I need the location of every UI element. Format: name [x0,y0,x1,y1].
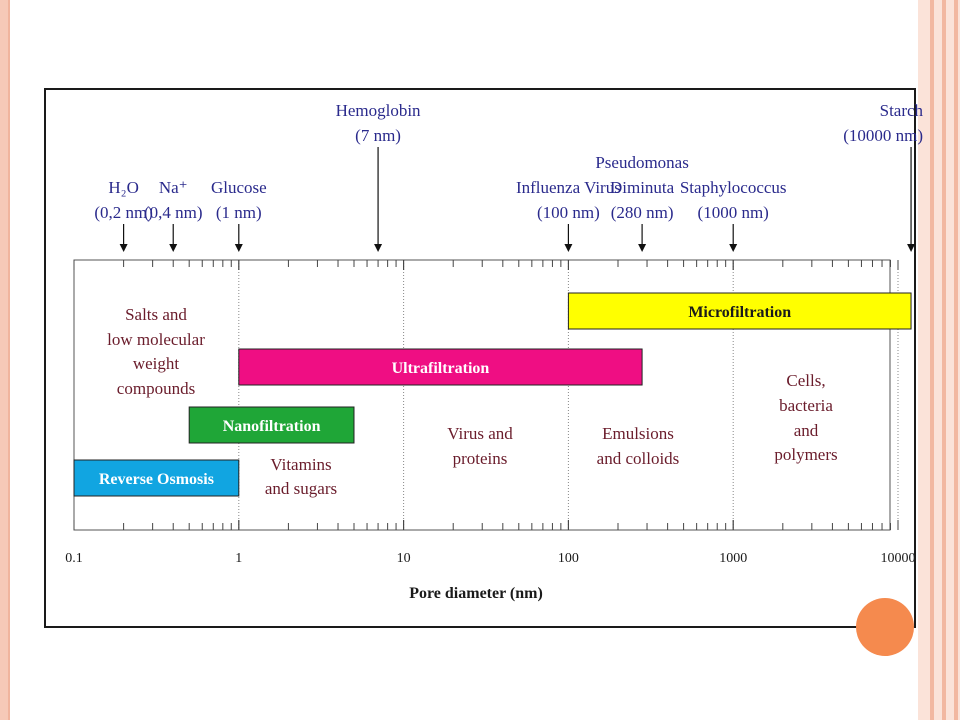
axis-tick-labels: 0.1 1 10 100 1000 10000 [65,551,915,566]
range-label-reverse-osmosis: Reverse Osmosis [99,471,214,488]
marker-arrow-head [564,244,573,252]
region-vitamins-line-1: Vitamins [270,455,331,474]
range-label-microfiltration: Microfiltration [688,304,791,321]
marker-staphylococcus: Staphylococcus (1000 nm) [680,178,787,252]
pore-size-diagram: 0.1 1 10 100 1000 10000 H₂O (0,2 nm) Na⁺ (0,4 nm… [65,101,923,602]
marker-label-starch-1: Starch [880,101,924,120]
region-emulsions-line-2: and colloids [597,449,680,468]
marker-arrow-head [907,244,916,252]
range-reverse-osmosis: Reverse Osmosis [73,459,240,497]
range-bar-reverse-osmosis [73,459,240,497]
region-salts-line-2: low molecular [107,330,205,349]
marker-label-starch-2: (10000 nm) [843,126,923,145]
region-salts-line-3: weight [133,354,180,373]
region-virus-line-2: proteins [453,449,508,468]
region-emulsions-label: Emulsions and colloids [597,424,680,468]
marker-label-na-1: Na⁺ [159,178,188,197]
marker-label-influenza-virus-2: (100 nm) [537,203,600,222]
decorative-orange-circle [856,598,914,656]
tick-label-10: 10 [397,551,411,566]
range-bar-microfiltration [567,292,912,330]
particle-markers: H₂O (0,2 nm) Na⁺ (0,4 nm) Glucose (1 nm) Hemog… [94,101,924,252]
marker-glucose: Glucose (1 nm) [211,178,267,252]
range-nanofiltration: Nanofiltration [188,406,355,444]
range-label-nanofiltration: Nanofiltration [223,418,321,435]
marker-label-h-o-2: (0,2 nm) [94,203,153,222]
range-label-ultrafiltration: Ultrafiltration [392,360,490,377]
region-salts-line-4: compounds [117,379,195,398]
marker-arrow-head [638,244,647,252]
marker-arrow-head [119,244,128,252]
marker-influenza-virus: Influenza Virus (100 nm) [516,178,621,252]
slide-left-border [0,0,10,720]
tick-label-1: 1 [235,551,242,566]
minor-ticks [73,260,899,530]
range-bar-ultrafiltration [238,348,643,386]
marker-label-influenza-virus-1: Influenza Virus [516,178,621,197]
marker-label-staphylococcus-1: Staphylococcus [680,178,787,197]
region-cells-line-3: and [794,421,819,440]
range-bar-nanofiltration [188,406,355,444]
tick-label-10000: 10000 [881,551,916,566]
region-cells-label: Cells, bacteria and polymers [774,371,837,464]
range-microfiltration: Microfiltration [567,292,912,330]
marker-label-glucose-1: Glucose [211,178,267,197]
tick-label-1000: 1000 [719,551,747,566]
marker-hemoglobin: Hemoglobin (7 nm) [336,101,421,252]
region-cells-line-1: Cells, [786,371,825,390]
marker-label-pseudomonas-1: Pseudomonas [595,153,689,172]
region-cells-line-2: bacteria [779,396,833,415]
marker-label-hemoglobin-2: (7 nm) [355,126,401,145]
marker-arrow-head [234,244,243,252]
region-salts-line-1: Salts and [125,305,187,324]
marker-h-o: H₂O (0,2 nm) [94,178,153,252]
filtration-ranges: MicrofiltrationUltrafiltrationNanofiltra… [73,292,912,497]
region-virus-label: Virus and proteins [447,424,513,468]
tick-label-0-1: 0.1 [65,551,83,566]
marker-label-h-o-1: H₂O [108,178,138,197]
region-vitamins-label: Vitamins and sugars [265,455,337,498]
marker-label-glucose-2: (1 nm) [216,203,262,222]
tick-label-100: 100 [558,551,579,566]
slide-right-border [918,0,960,720]
marker-starch: Starch (10000 nm) [843,101,924,252]
region-salts-label: Salts and low molecular weight compounds [107,305,205,398]
marker-label-pseudomonas-3: (280 nm) [611,203,674,222]
region-virus-line-1: Virus and [447,424,513,443]
marker-na: Na⁺ (0,4 nm) [144,178,203,252]
region-emulsions-line-1: Emulsions [602,424,674,443]
marker-arrow-head [729,244,738,252]
region-cells-line-4: polymers [774,445,837,464]
region-vitamins-line-2: and sugars [265,479,337,498]
marker-label-hemoglobin-1: Hemoglobin [336,101,421,120]
marker-label-staphylococcus-2: (1000 nm) [698,203,769,222]
marker-arrow-head [169,244,178,252]
x-axis-title: Pore diameter (nm) [409,585,543,602]
marker-label-pseudomonas-2: Diminuta [610,178,675,197]
marker-arrow-head [374,244,383,252]
range-ultrafiltration: Ultrafiltration [238,348,643,386]
marker-label-na-2: (0,4 nm) [144,203,203,222]
